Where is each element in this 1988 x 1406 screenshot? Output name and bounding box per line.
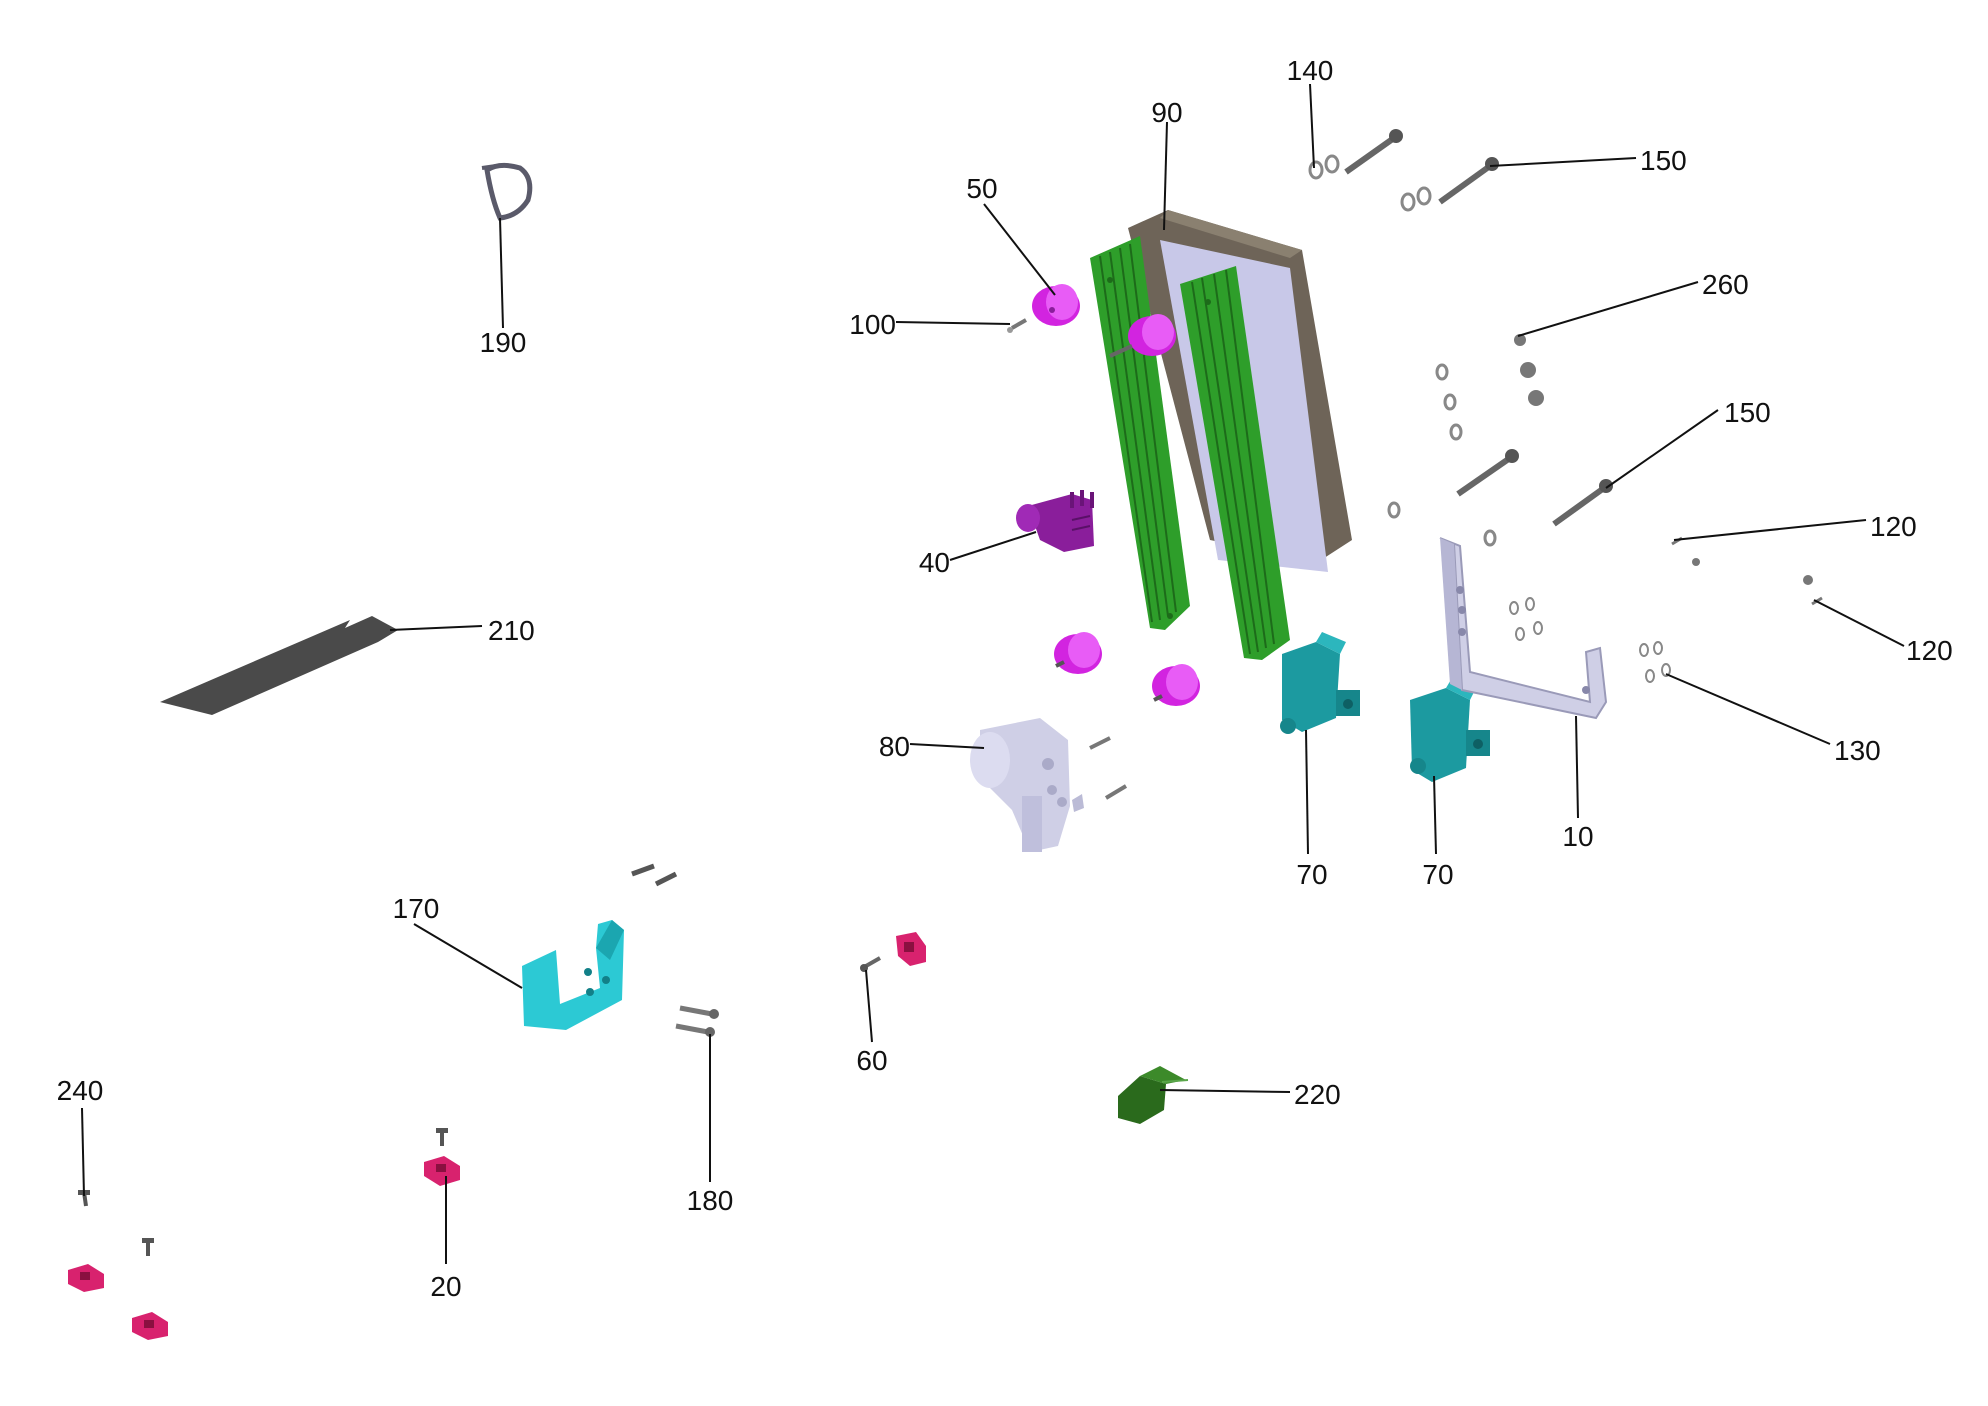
part-pink-clip-a <box>68 1264 104 1292</box>
callout-170: 170 <box>393 893 440 924</box>
callout-180: 180 <box>687 1185 734 1216</box>
part-screw-near-240 <box>142 1238 154 1256</box>
part-190-cable-loop <box>481 162 533 221</box>
part-magenta-knob-2 <box>1109 314 1176 358</box>
part-pink-clip-b <box>132 1312 168 1340</box>
callout-90: 90 <box>1151 97 1182 128</box>
part-170-cyan-bracket <box>522 920 624 1030</box>
callout-240: 240 <box>57 1075 104 1106</box>
part-130-washers <box>1639 641 1671 683</box>
part-150-bolt-3 <box>1456 449 1519 497</box>
callout-80: 80 <box>879 731 910 762</box>
part-180-bolts <box>675 1005 719 1037</box>
callout-20: 20 <box>430 1271 461 1302</box>
part-magenta-knob-3 <box>1054 632 1102 674</box>
part-magenta-knob-4 <box>1152 664 1200 706</box>
callout-labels: 190 210 90 50 100 40 80 70 70 10 140 150… <box>57 55 1953 1302</box>
part-10-bracket <box>1439 537 1608 720</box>
part-screw-near-80 <box>1089 736 1128 800</box>
callout-50: 50 <box>966 173 997 204</box>
callout-70: 70 <box>1296 859 1327 890</box>
callout-210: 210 <box>488 615 535 646</box>
part-100-screw <box>1007 318 1027 333</box>
part-220-green-clip <box>1118 1066 1189 1124</box>
part-90-heatsink-assembly <box>1090 210 1352 660</box>
part-150-bolt-1 <box>1344 129 1403 175</box>
callout-120: 120 <box>1870 511 1917 542</box>
callout-130: 130 <box>1834 735 1881 766</box>
callout-190: 190 <box>480 327 527 358</box>
callout-260: 260 <box>1702 269 1749 300</box>
callout-140: 140 <box>1287 55 1334 86</box>
callout-120: 120 <box>1906 635 1953 666</box>
part-120-screws <box>1671 536 1823 606</box>
part-40-purple-connector <box>1016 490 1094 552</box>
part-pink-clip-near-60 <box>896 932 926 966</box>
callout-60: 60 <box>856 1045 887 1076</box>
leader-lines <box>81 83 1905 1264</box>
part-50-magenta-knob <box>1032 284 1080 326</box>
part-screws-near-170 <box>631 863 678 887</box>
part-150-bolt-2 <box>1400 157 1499 212</box>
callout-40: 40 <box>919 547 950 578</box>
part-210-flat-strip <box>160 616 398 715</box>
part-20-pink-clip <box>424 1128 460 1186</box>
part-70-teal-valve-1 <box>1280 632 1360 734</box>
callout-70: 70 <box>1422 859 1453 890</box>
callout-100: 100 <box>849 309 896 340</box>
part-60-screw <box>860 956 881 972</box>
part-140-washers <box>1308 154 1340 180</box>
callout-10: 10 <box>1562 821 1593 852</box>
callout-150: 150 <box>1724 397 1771 428</box>
callout-220: 220 <box>1294 1079 1341 1110</box>
part-80-valve-body <box>970 718 1084 852</box>
callout-150: 150 <box>1640 145 1687 176</box>
part-260-nuts-and-washers <box>1387 334 1544 641</box>
part-150-bolt-4 <box>1552 479 1613 527</box>
